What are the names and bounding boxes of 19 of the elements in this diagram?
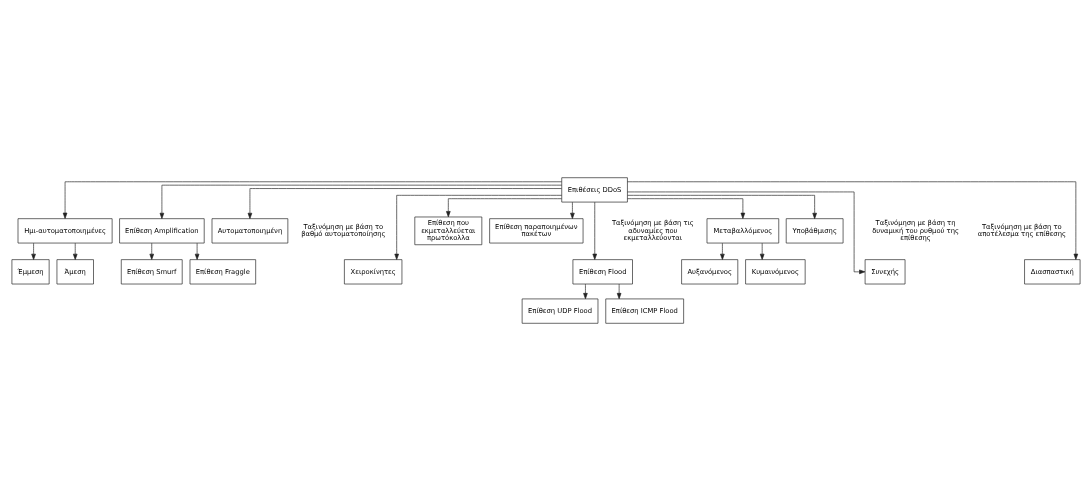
arrow bbox=[570, 201, 575, 219]
arrow bbox=[446, 197, 562, 217]
arrow bbox=[62, 180, 562, 219]
arrow bbox=[31, 242, 36, 260]
arrow bbox=[627, 180, 1079, 260]
arrow bbox=[720, 242, 725, 260]
arrow bbox=[583, 283, 588, 299]
arrow bbox=[149, 242, 154, 260]
arrow bbox=[159, 184, 563, 219]
arrow bbox=[627, 191, 866, 274]
arrow bbox=[627, 194, 817, 219]
arrow bbox=[394, 194, 562, 260]
arrow bbox=[247, 187, 562, 219]
arrow bbox=[627, 197, 746, 219]
arrow bbox=[759, 242, 765, 260]
arrow bbox=[194, 242, 200, 260]
arrow bbox=[616, 283, 622, 299]
arrow bbox=[73, 242, 78, 260]
arrow bbox=[592, 201, 597, 260]
